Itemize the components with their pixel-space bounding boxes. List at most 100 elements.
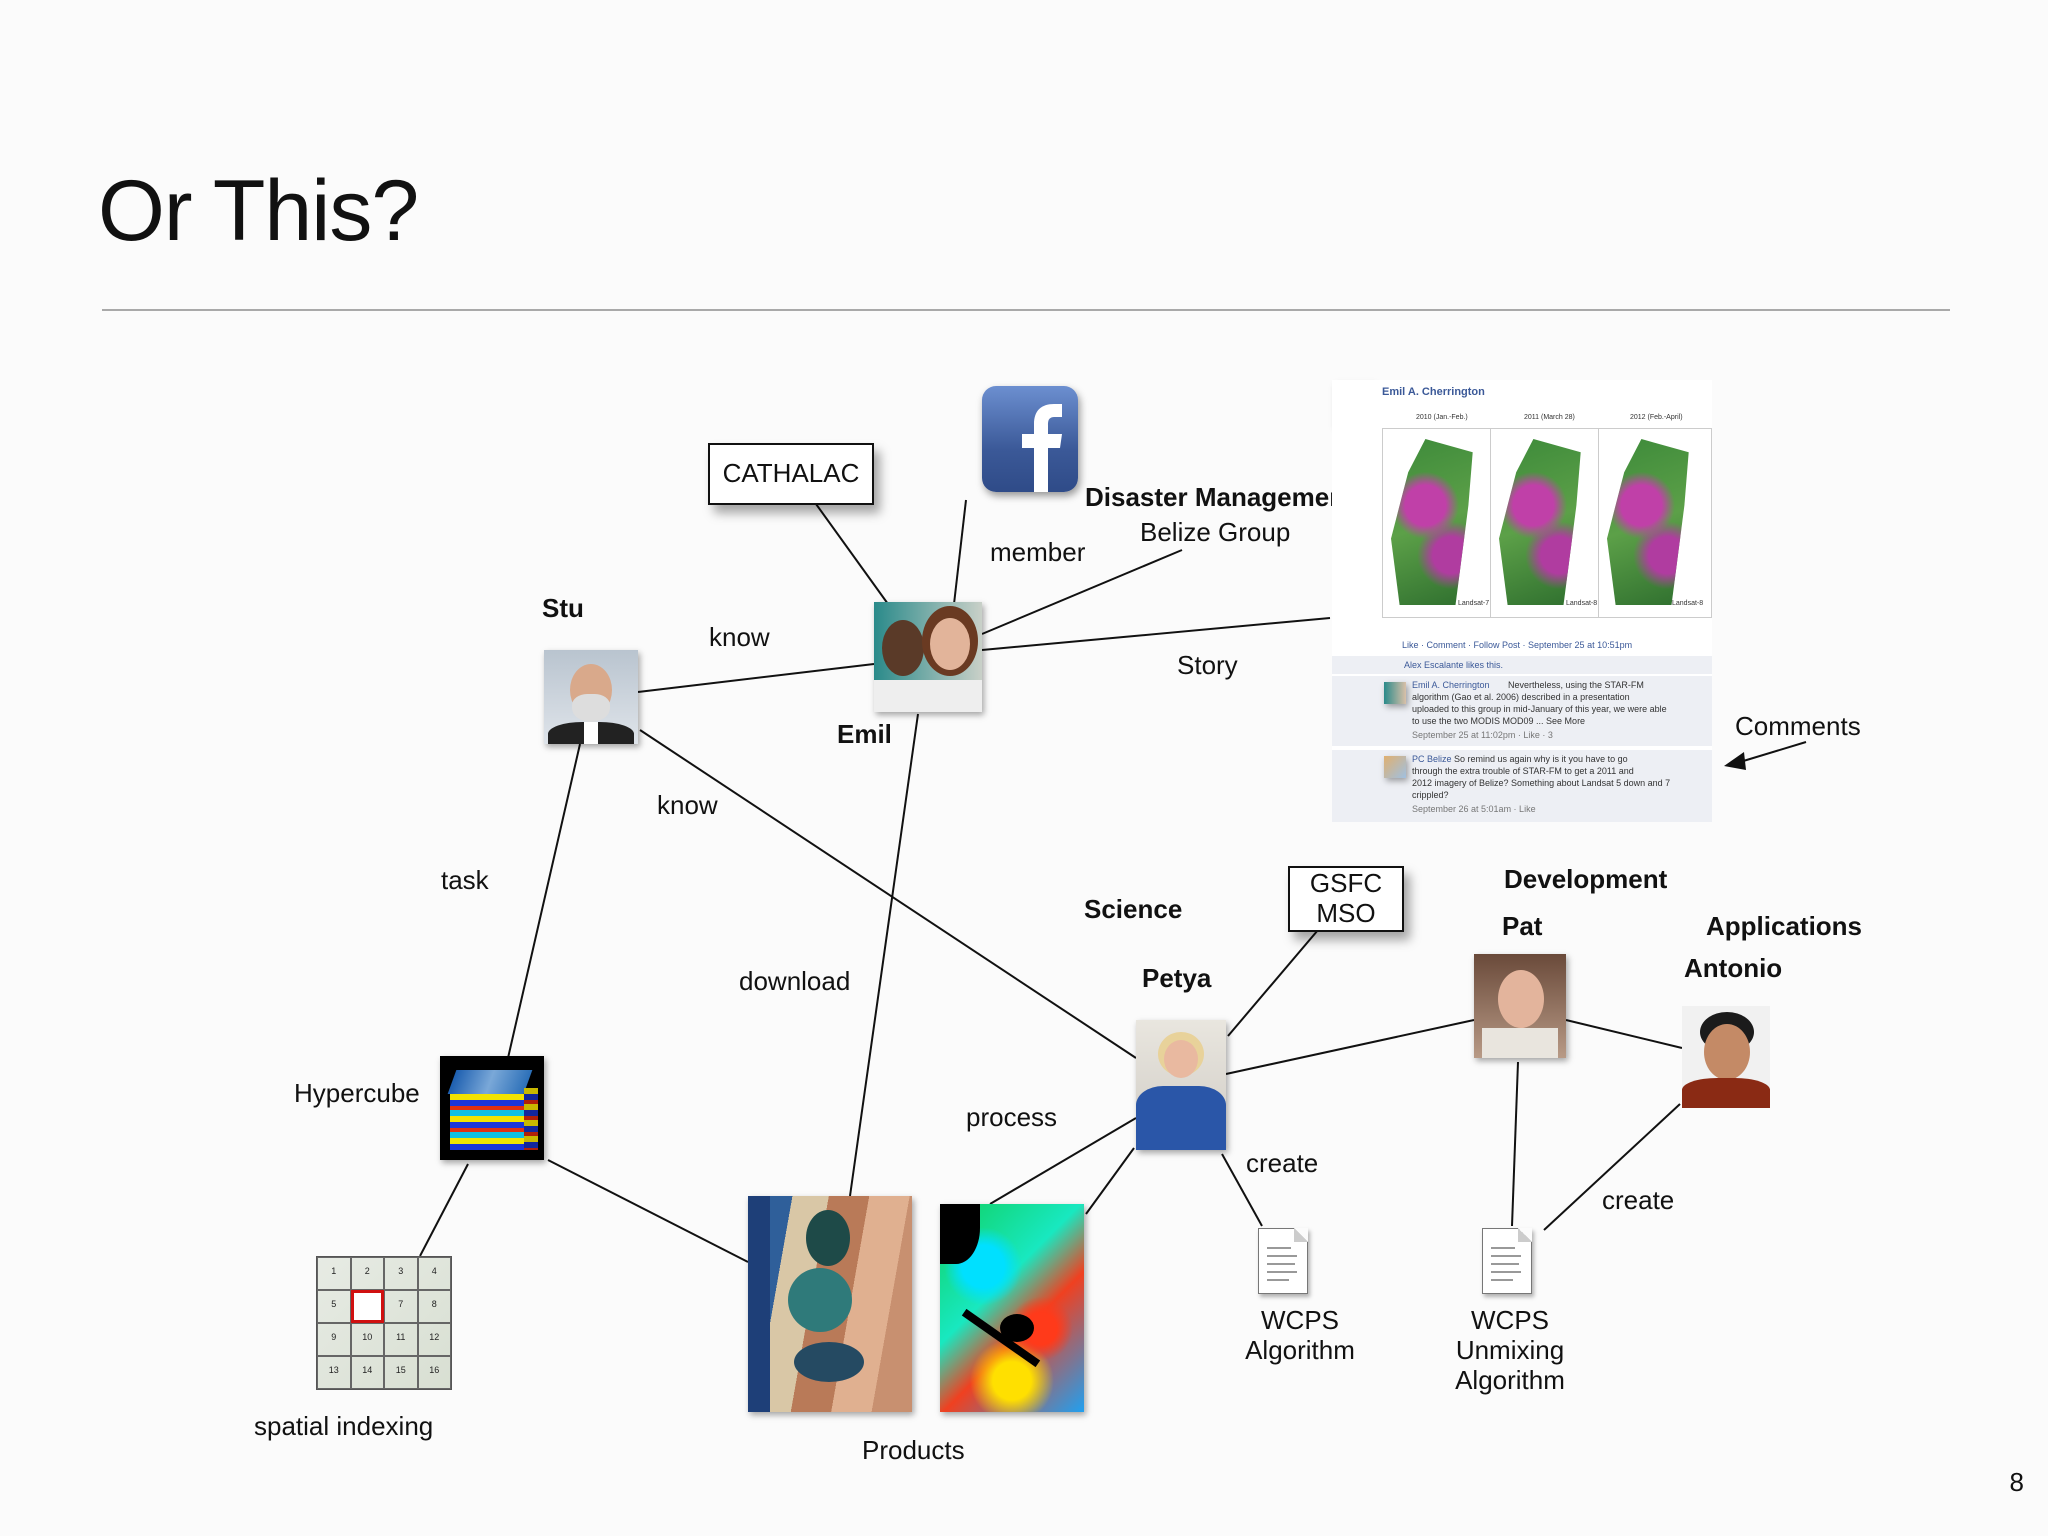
belize-map-2010: [1382, 428, 1496, 618]
facebook-logo-icon: [982, 386, 1078, 492]
hypercube-image: [440, 1056, 544, 1160]
fb-comment1-avatar: [1384, 682, 1406, 704]
stu-photo: [544, 650, 638, 744]
document-icon: [1482, 1228, 1532, 1294]
edge-stu-emil: [637, 663, 875, 693]
edge-petya-wcps: [1221, 1153, 1263, 1227]
product-image-satellite: [748, 1196, 912, 1412]
grid-cell: 7: [384, 1290, 418, 1323]
fb-comment1-meta: September 25 at 11:02pm · Like · 3: [1412, 730, 1553, 740]
download-label: download: [739, 966, 851, 996]
title-divider: [102, 309, 1950, 311]
petya-photo: [1136, 1020, 1226, 1150]
edge-petya-products: [989, 1117, 1137, 1205]
know-label-stu-emil: know: [709, 622, 770, 652]
cathalac-box: CATHALAC: [708, 443, 874, 505]
petya-label: Petya: [1142, 963, 1212, 993]
product-image-classified: [940, 1204, 1084, 1412]
grid-cell: 16: [417, 1356, 451, 1389]
edge-petya-gsfc: [1227, 929, 1319, 1037]
wcps-unmixing-line1: WCPS: [1471, 1305, 1549, 1335]
arrow-icon: [1724, 741, 1807, 770]
emil-photo: [874, 602, 982, 712]
edge-belize-group-emil: [981, 549, 1183, 635]
pat-label: Pat: [1502, 911, 1543, 941]
grid-cell: 14: [350, 1356, 384, 1389]
grid-cell: 2: [350, 1257, 384, 1290]
grid-cell: 3: [384, 1257, 418, 1290]
map-footer-2012: Landsat-8: [1672, 600, 1704, 607]
slide-title: Or This?: [98, 163, 419, 259]
story-label: Story: [1177, 650, 1238, 680]
wcps-algorithm-line2: Algorithm: [1245, 1334, 1355, 1365]
emil-label: Emil: [837, 719, 892, 749]
edge-cathalac-emil: [815, 503, 889, 605]
fb-comment2-line4: crippled?: [1412, 790, 1449, 800]
grid-cell-highlighted: [350, 1290, 384, 1323]
cathalac-label: CATHALAC: [722, 458, 860, 489]
belize-group-label: Belize Group: [1140, 517, 1291, 547]
fb-comment1-author[interactable]: Emil A. Cherrington: [1412, 680, 1490, 690]
map-caption-2011: 2011 (March 28): [1524, 414, 1575, 421]
development-label: Development: [1504, 864, 1668, 894]
document-icon: [1258, 1228, 1308, 1294]
spatial-indexing-grid: 1 2 3 4 5 7 8 9 10 11 12 13 14 15 16: [316, 1256, 452, 1390]
products-label: Products: [862, 1435, 965, 1465]
spatial-indexing-label: spatial indexing: [254, 1411, 434, 1441]
antonio-photo: [1682, 1006, 1770, 1108]
grid-cell: 9: [317, 1323, 351, 1356]
hypercube-label: Hypercube: [294, 1078, 420, 1108]
antonio-label: Antonio: [1684, 953, 1783, 983]
comments-label: Comments: [1735, 711, 1861, 741]
wcps-unmixing-label: WCPS Unmixing Algorithm: [1448, 1305, 1572, 1396]
edge-stu-hypercube: [507, 743, 581, 1059]
fb-post-actions[interactable]: Like · Comment · Follow Post · September…: [1402, 640, 1633, 650]
facebook-post: Emil A. Cherrington 2010 (Jan.-Feb.) 201…: [1332, 380, 1712, 822]
edge-hypercube-products: [547, 1159, 749, 1263]
fb-comment2-line2: through the extra trouble of STAR-FM to …: [1412, 766, 1634, 776]
wcps-algorithm-line1: WCPS: [1261, 1305, 1339, 1335]
fb-comment1-line3: uploaded to this group in mid-January of…: [1412, 704, 1667, 714]
grid-cell: 4: [417, 1257, 451, 1290]
fb-likes-row: [1332, 656, 1712, 674]
science-label: Science: [1084, 894, 1183, 924]
know-label-stu-petya: know: [657, 790, 718, 820]
grid-cell: 8: [417, 1290, 451, 1323]
wcps-algorithm-label: WCPS Algorithm: [1240, 1305, 1360, 1366]
disaster-management-label: Disaster Management: [1085, 482, 1354, 512]
fb-comment1-line1: Nevertheless, using the STAR-FM: [1508, 680, 1644, 690]
fb-comment2-line1: So remind us again why is it you have to…: [1454, 754, 1628, 764]
fb-comment2-meta: September 26 at 5:01am · Like: [1412, 804, 1536, 814]
fb-comment1-line2: algorithm (Gao et al. 2006) described in…: [1412, 692, 1630, 702]
fb-comment2-avatar: [1384, 756, 1406, 778]
stu-label: Stu: [542, 593, 584, 623]
fb-post-author[interactable]: Emil A. Cherrington: [1382, 386, 1485, 398]
edge-petya-pat: [1225, 1019, 1475, 1075]
create-label-antonio: create: [1602, 1185, 1675, 1215]
applications-label: Applications: [1706, 911, 1863, 941]
grid-cell: 12: [417, 1323, 451, 1356]
gsfc-label-line2: MSO: [1316, 898, 1376, 928]
fb-likes[interactable]: Alex Escalante likes this.: [1404, 660, 1504, 670]
belize-map-2011: [1490, 428, 1604, 618]
belize-map-2012: [1598, 428, 1712, 618]
wcps-unmixing-line3: Algorithm: [1455, 1364, 1565, 1395]
grid-cell: 10: [350, 1323, 384, 1356]
fb-comment2-line3: 2012 imagery of Belize? Something about …: [1412, 778, 1671, 788]
fb-comment1-line4: to use the two MODIS MOD09 ... See More: [1412, 716, 1586, 726]
member-label: member: [990, 537, 1086, 567]
map-caption-2012: 2012 (Feb.-April): [1630, 414, 1683, 421]
fb-comment2-author[interactable]: PC Belize: [1412, 754, 1452, 764]
pat-photo: [1474, 954, 1566, 1058]
grid-cell: 11: [384, 1323, 418, 1356]
edge-stu-petya: [639, 729, 1137, 1059]
gsfc-mso-box: GSFC MSO: [1288, 866, 1404, 932]
edge-hypercube-spatial: [419, 1163, 469, 1257]
edge-antonio-wcps-unmixing: [1543, 1103, 1681, 1231]
task-label: task: [441, 865, 489, 895]
grid-cell: 13: [317, 1356, 351, 1389]
edge-petya-product2: [1085, 1147, 1135, 1215]
edge-pat-wcps-unmixing: [1511, 1061, 1519, 1227]
grid-cell: 15: [384, 1356, 418, 1389]
